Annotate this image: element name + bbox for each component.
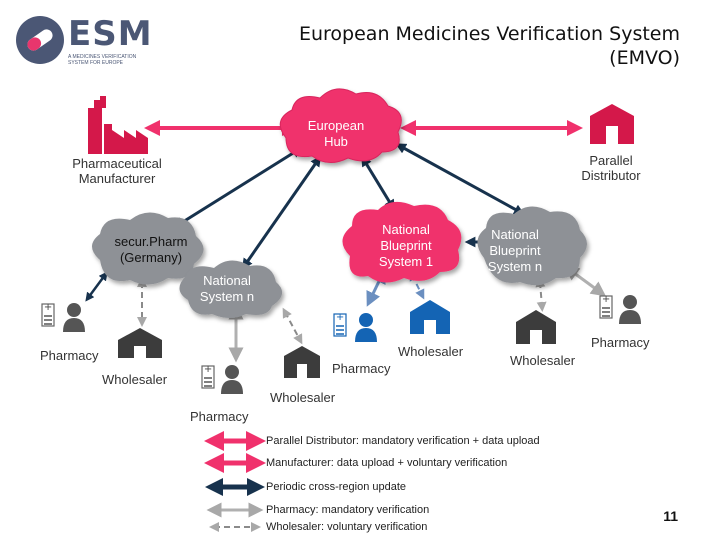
securpharm-label-line1: secur.Pharm — [114, 234, 188, 249]
distributor-building-icon — [590, 104, 634, 144]
blueprint-n-label-line2: Blueprint — [489, 243, 541, 258]
connector-nationaln-wholesaler — [282, 307, 303, 345]
connector-bpn-wholesaler — [535, 277, 547, 312]
connector-bpn-pharmacy — [563, 265, 607, 297]
connector-hub-national-n — [241, 155, 322, 270]
wholesaler-de-icon — [118, 328, 162, 358]
manufacturer-label: Pharmaceutical Manufacturer — [62, 156, 172, 186]
distributor-label: Parallel Distributor — [566, 153, 656, 183]
manufacturer-label-line1: Pharmaceutical — [72, 156, 162, 171]
wholesaler-bpn-icon — [516, 310, 556, 344]
connector-securpharm-pharmacy — [85, 271, 108, 302]
pharmacy-bpn-label: Pharmacy — [591, 335, 650, 350]
distributor-label-line1: Parallel — [589, 153, 633, 168]
european-hub-cloud — [279, 88, 402, 163]
pharmacy-de-icon — [41, 301, 85, 332]
legend-arrows — [204, 431, 266, 532]
pharmacy-n-label: Pharmacy — [190, 409, 249, 424]
logo-wordmark: ESM — [68, 14, 153, 54]
blueprint-n-label-line1: National — [491, 227, 539, 242]
hub-label-line2: Hub — [324, 134, 348, 149]
distributor-label-line2: Distributor — [581, 168, 641, 183]
securpharm-cloud — [92, 212, 204, 285]
logo-tagline-line2: SYSTEM FOR EUROPE — [68, 60, 124, 66]
pill-logo-icon — [16, 16, 64, 64]
title-line1: European Medicines Verification System — [298, 23, 680, 45]
hub-label-line1: European — [307, 118, 365, 133]
national-n-left-label-line1: National — [203, 273, 251, 288]
connector-hub-blueprint-1 — [361, 155, 395, 211]
connectors — [85, 120, 607, 363]
legend-label-distributor: Parallel Distributor: mandatory verifica… — [266, 435, 540, 447]
logo-tagline-line1: A MEDICINES VERIFICATION — [68, 54, 137, 60]
pharmacy-bp1-icon — [333, 311, 377, 342]
connector-hub-blueprint-n — [395, 143, 525, 215]
wholesaler-de-label: Wholesaler — [102, 372, 168, 387]
page-number: 11 — [663, 508, 678, 524]
blueprint-n-label-line3: System n — [487, 259, 543, 274]
blueprint-1-label-line3: System 1 — [378, 254, 434, 269]
factory-icon — [88, 96, 148, 154]
page-title: European Medicines Verification System (… — [299, 22, 680, 70]
pharmacy-n-icon — [201, 363, 243, 394]
legend-label-wholesaler: Wholesaler: voluntary verification — [266, 521, 428, 533]
title-line2: (EMVO) — [609, 47, 680, 69]
blueprint-1-label-line1: National — [382, 222, 430, 237]
blueprint-1-label-line2: Blueprint — [380, 238, 432, 253]
national-n-left-label: National System n — [190, 273, 264, 305]
blueprint-1-label: National Blueprint System 1 — [368, 222, 444, 270]
securpharm-label-line2: (Germany) — [119, 250, 183, 265]
legend-label-manufacturer: Manufacturer: data upload + voluntary ve… — [266, 457, 508, 469]
wholesaler-bpn-label: Wholesaler — [510, 353, 576, 368]
manufacturer-label-line2: Manufacturer — [78, 171, 156, 186]
wholesaler-bp1-icon — [410, 300, 450, 334]
blueprint-n-cloud — [477, 206, 587, 286]
securpharm-label: secur.Pharm (Germany) — [108, 234, 194, 266]
national-system-n-left-cloud — [179, 260, 283, 318]
national-n-left-label-line2: System n — [199, 289, 255, 304]
wholesaler-n-label: Wholesaler — [270, 390, 336, 405]
wholesaler-n-icon — [284, 346, 320, 378]
blueprint-1-cloud — [342, 201, 462, 283]
legend-label-pharmacy: Pharmacy: mandatory verification — [266, 504, 430, 516]
hub-label: European Hub — [300, 118, 372, 150]
pharmacy-bpn-icon — [599, 293, 641, 324]
wholesaler-bp1-label: Wholesaler — [398, 344, 464, 359]
pharmacy-de-label: Pharmacy — [40, 348, 99, 363]
legend-label-cross-region: Periodic cross-region update — [266, 481, 407, 493]
pharmacy-bp1-label: Pharmacy — [332, 361, 391, 376]
blueprint-n-label: National Blueprint System n — [478, 227, 552, 275]
esm-logo: ESM A MEDICINES VERIFICATION SYSTEM FOR … — [12, 10, 152, 70]
logo-tagline: A MEDICINES VERIFICATION SYSTEM FOR EURO… — [68, 54, 148, 66]
